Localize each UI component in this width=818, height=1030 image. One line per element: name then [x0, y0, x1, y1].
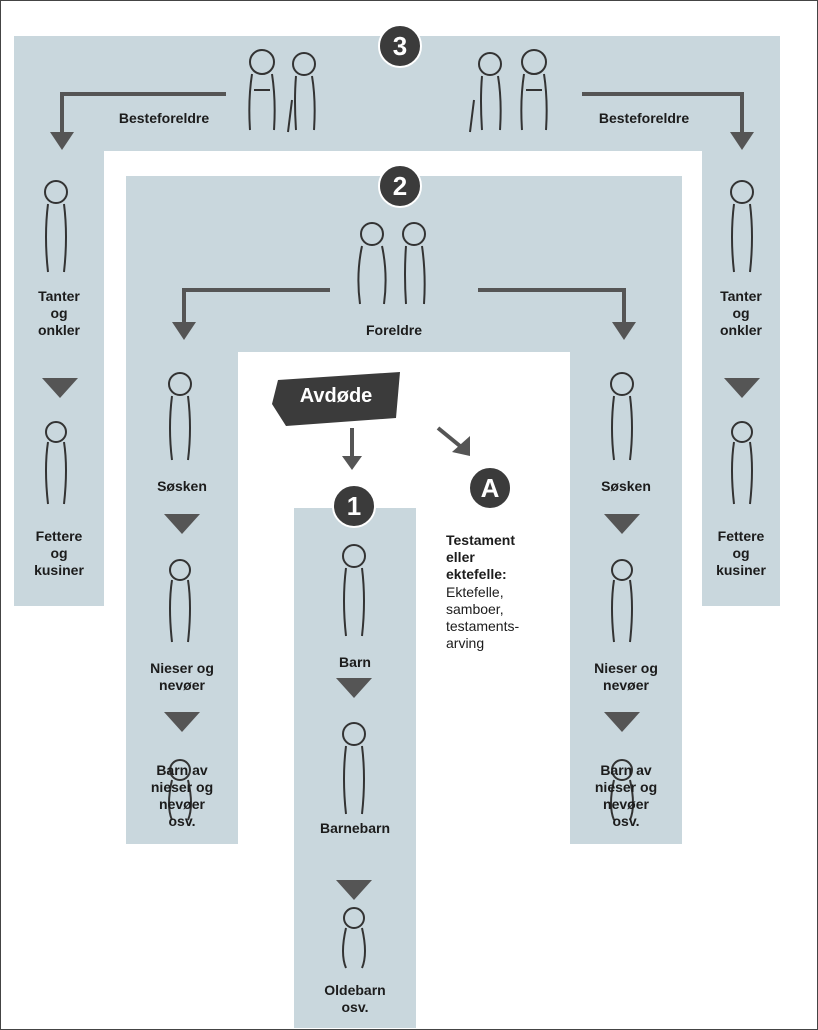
- children-label: Barn: [339, 654, 371, 670]
- band-gen2-left: [126, 176, 238, 844]
- niece-left-icon: [169, 559, 191, 643]
- down-triangle-right-gen2a: [604, 514, 640, 534]
- grandnieces-left-label: Barn av nieser og nevøer osv.: [150, 762, 214, 829]
- cousins-right-label: Fettere og kusiner: [716, 528, 766, 578]
- down-triangle-right-gen3: [724, 378, 760, 398]
- grandparents-right-label: Besteforeldre: [598, 110, 690, 126]
- arrowhead-deceased-down: [342, 456, 362, 470]
- grandchild-icon: [342, 722, 366, 815]
- great-grandchildren-label: Oldebarn osv.: [324, 982, 386, 1015]
- arrow-gen2-left-line: [182, 288, 330, 322]
- arrow-gen3-left-line: [60, 92, 226, 132]
- band-gen1: [294, 508, 416, 1028]
- grandparents-left-icon: [248, 49, 316, 133]
- arrowhead-deceased-diag: [452, 436, 470, 456]
- arrow-gen3-right-line: [582, 92, 744, 132]
- generation-2-badge: 2: [378, 164, 422, 208]
- coffin-icon: [272, 372, 400, 426]
- cousins-left-label: Fettere og kusiner: [34, 528, 84, 578]
- aunt-uncle-left-icon: [44, 180, 68, 273]
- down-triangle-left-gen2a: [164, 514, 200, 534]
- grandchildren-label: Barnebarn: [319, 820, 391, 836]
- siblings-left-label: Søsken: [157, 478, 207, 494]
- down-triangle-gen1a: [336, 678, 372, 698]
- testament-body: Ektefelle, samboer, testaments- arving: [446, 584, 520, 651]
- siblings-right-label: Søsken: [601, 478, 651, 494]
- arrowhead-gen2-left: [172, 322, 196, 340]
- band-gen3-left: [14, 36, 104, 606]
- nieces-nephews-left-label: Nieser og nevøer: [150, 660, 214, 693]
- grandniece-left-icon: [168, 759, 192, 821]
- great-grandchild-icon: [342, 907, 366, 969]
- arrowhead-gen3-left: [50, 132, 74, 150]
- testament-heading: Testament eller ektefelle:: [446, 532, 515, 582]
- aunt-uncle-right-icon: [730, 180, 754, 273]
- arrowhead-gen2-right: [612, 322, 636, 340]
- sibling-right-icon: [610, 372, 634, 461]
- child-icon: [342, 544, 366, 637]
- testament-a-badge: A: [468, 466, 512, 510]
- generation-1-badge: 1: [332, 484, 376, 528]
- grandparents-left-label: Besteforeldre: [118, 110, 210, 126]
- nieces-nephews-right-label: Nieser og nevøer: [594, 660, 658, 693]
- down-triangle-gen1b: [336, 880, 372, 900]
- down-triangle-right-gen2b: [604, 712, 640, 732]
- parents-icon: [357, 222, 426, 305]
- arrow-gen2-right-line: [478, 288, 626, 322]
- down-triangle-left-gen2b: [164, 712, 200, 732]
- aunts-uncles-left-label: Tanter og onkler: [37, 288, 80, 338]
- deceased-label: Avdøde: [299, 385, 373, 407]
- sibling-left-icon: [168, 372, 192, 461]
- cousin-left-icon: [45, 421, 67, 505]
- parents-label: Foreldre: [365, 322, 422, 338]
- grandniece-right-icon: [610, 759, 634, 821]
- band-gen2-right: [570, 176, 682, 844]
- niece-right-icon: [611, 559, 633, 643]
- arrowhead-gen3-right: [730, 132, 754, 150]
- aunts-uncles-right-label: Tanter og onkler: [719, 288, 762, 338]
- down-triangle-left-gen3: [42, 378, 78, 398]
- generation-3-badge: 3: [378, 24, 422, 68]
- cousin-right-icon: [731, 421, 753, 505]
- arrow-deceased-diag-line: [436, 426, 462, 448]
- grandnieces-right-label: Barn av nieser og nevøer osv.: [594, 762, 658, 829]
- grandparents-right-icon: [469, 49, 548, 133]
